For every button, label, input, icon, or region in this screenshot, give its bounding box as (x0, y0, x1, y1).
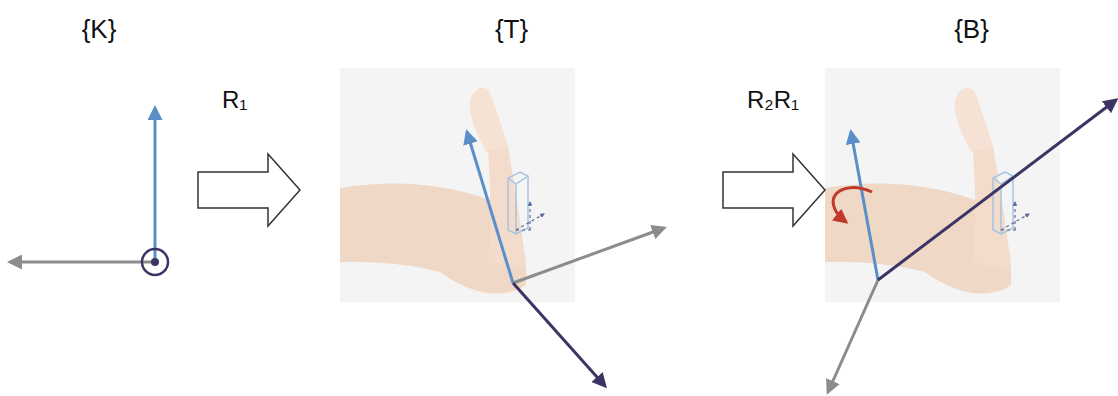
frame-axes (467, 132, 664, 386)
transform-arrow (723, 154, 825, 226)
frame-axes (828, 100, 1116, 392)
frame-panel: {T} (300, 0, 723, 396)
frame-panel: {B} (825, 0, 1118, 396)
rotation-arrow (833, 188, 872, 222)
frame-label: {B} (825, 14, 1118, 45)
transform-arrow (198, 154, 300, 226)
rotation-label: R₂R₁ (747, 86, 799, 114)
frame-axes (10, 108, 168, 275)
frame-panel: {K} (0, 0, 198, 396)
arm-photo (825, 68, 1060, 302)
rotation-label: R₁ (222, 86, 247, 114)
frame-label: {K} (0, 14, 198, 45)
arm-photo (340, 68, 575, 302)
frame-label: {T} (300, 14, 723, 45)
